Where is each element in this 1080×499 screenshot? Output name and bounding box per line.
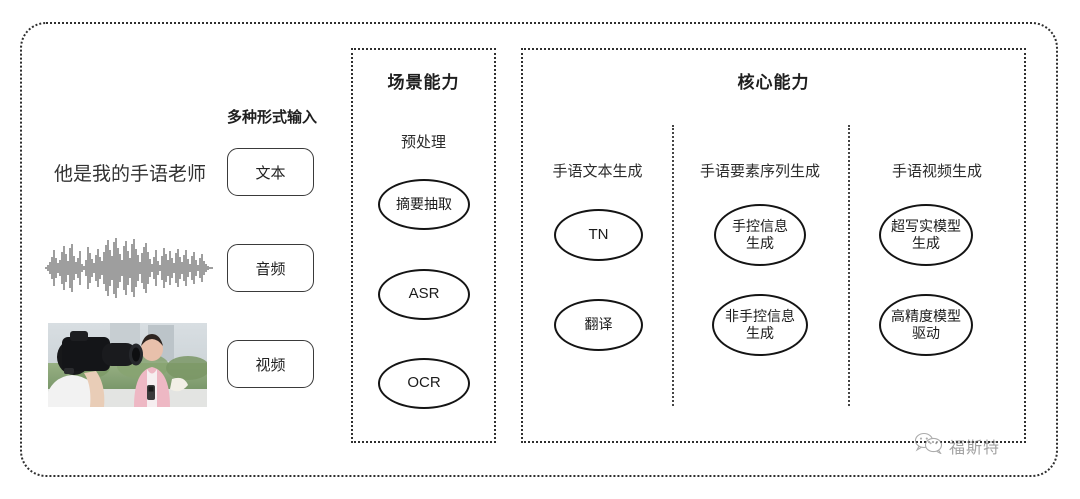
core-node-tn[interactable]: TN [554,209,643,261]
core-column-label-sign-text-generation: 手语文本生成 [552,163,643,180]
input-section-heading: 多种形式输入 [226,109,317,126]
video-thumbnail [48,323,207,407]
core-node-translation[interactable]: 翻译 [554,299,643,351]
core-capability-box [521,48,1026,443]
scene-node-asr[interactable]: ASR [378,269,470,320]
core-column-divider-1 [672,125,674,406]
modality-button-audio[interactable]: 音频 [227,244,314,292]
core-column-label-sign-element-sequence-generation: 手语要素序列生成 [699,163,820,180]
core-node-manual-signal-generation[interactable]: 手控信息 生成 [714,204,806,266]
watermark: 福斯特 [914,432,1000,459]
modality-button-video-label: 视频 [255,356,286,374]
scene-node-summary-extraction[interactable]: 摘要抽取 [378,179,470,230]
sample-input-text: 他是我的手语老师 [53,164,206,185]
core-node-non-manual-signal-generation[interactable]: 非手控信息 生成 [712,294,808,356]
scene-capability-box [351,48,496,443]
core-node-photoreal-model-generation[interactable]: 超写实模型 生成 [879,204,973,266]
watermark-text: 福斯特 [949,439,1001,457]
video-thumbnail-svg [48,323,207,407]
scene-capability-title: 场景能力 [387,73,460,92]
core-node-high-precision-model-driving[interactable]: 高精度模型 驱动 [879,294,973,356]
scene-column-label-preprocess: 预处理 [400,134,446,151]
modality-button-video[interactable]: 视频 [227,340,314,388]
scene-node-ocr[interactable]: OCR [378,358,470,409]
outer-dotted-frame [20,22,1058,477]
wechat-icon [914,432,944,459]
audio-waveform-svg [45,238,213,298]
core-capability-title: 核心能力 [737,73,810,92]
core-column-divider-2 [848,125,850,406]
modality-button-text-label: 文本 [255,164,286,182]
modality-button-text[interactable]: 文本 [227,148,314,196]
wechat-icon-svg [914,432,943,455]
audio-waveform [44,236,214,300]
core-column-label-sign-video-generation: 手语视频生成 [891,163,982,180]
modality-button-audio-label: 音频 [255,260,286,278]
